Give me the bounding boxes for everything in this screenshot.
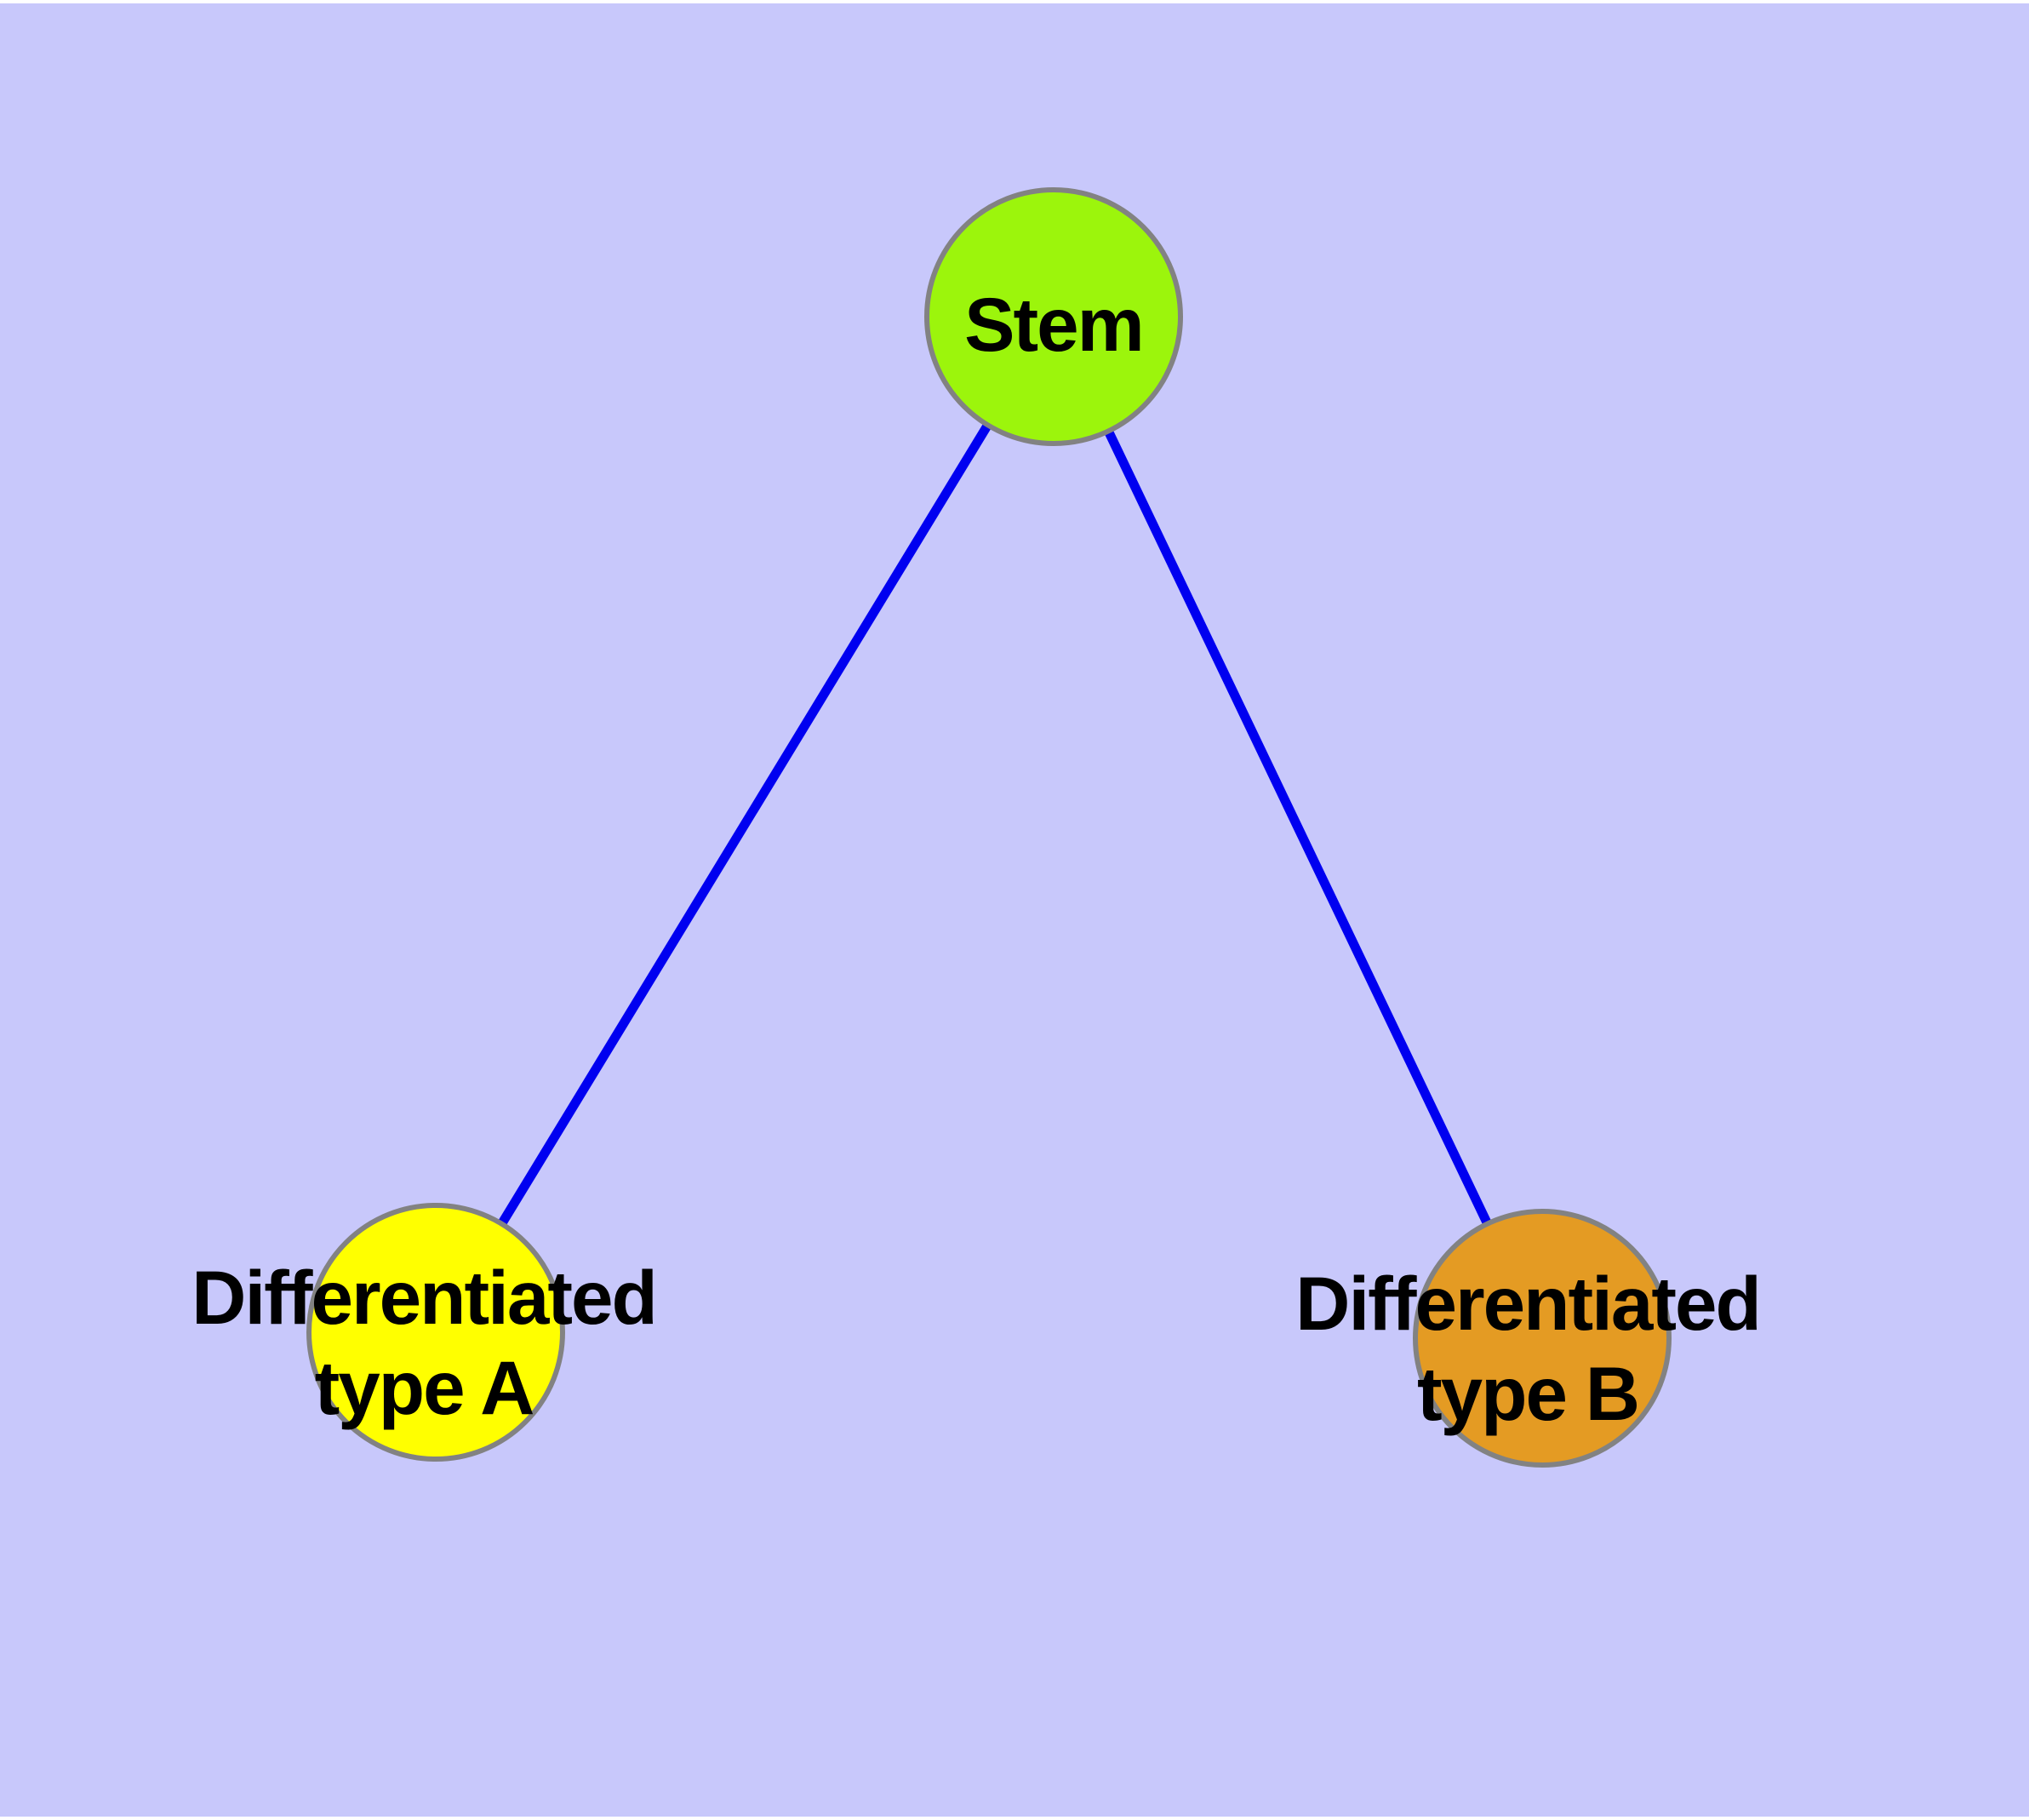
node-type-a: [306, 1203, 565, 1462]
plot-background: Stem Differentiated type A Differentiate…: [0, 3, 2029, 1817]
graph-canvas: [306, 187, 1672, 1468]
node-stem-label: Stem: [964, 282, 1145, 367]
node-type-b: [1413, 1209, 1672, 1468]
edge-stem-to-type-a: [432, 314, 1058, 1335]
node-stem: [924, 187, 1183, 446]
node-type-b-label: Differentiated type B: [1295, 1261, 1762, 1436]
edge-stem-to-type-b: [1049, 314, 1546, 1341]
node-type-a-label: Differentiated type A: [191, 1255, 658, 1430]
